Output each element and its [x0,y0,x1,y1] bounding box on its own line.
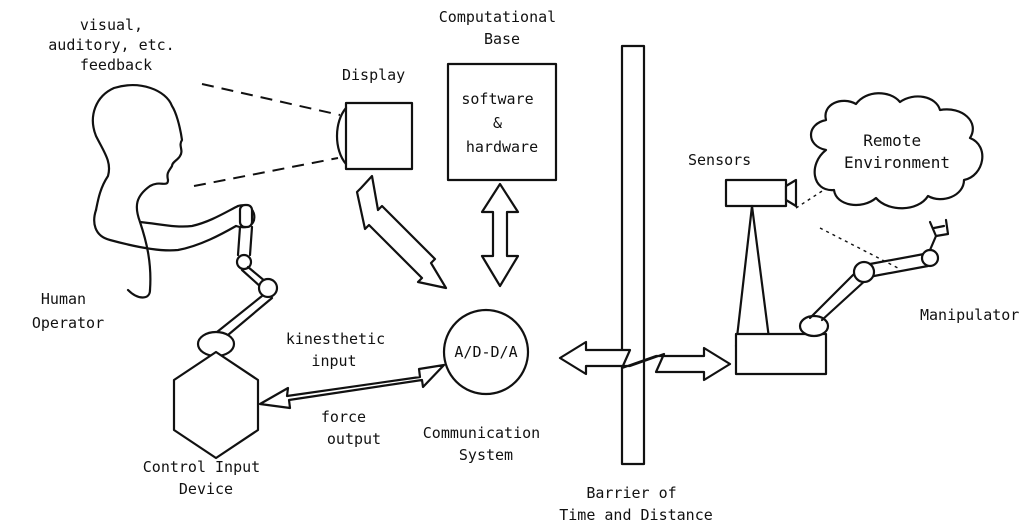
manipulator-link-lower [808,268,870,322]
manipulator-wrist [920,248,940,268]
manipulator-link-upper [868,252,930,278]
manipulator-base-joint [798,314,830,338]
ad-da-circle [442,308,530,396]
feedback-line-top [201,83,341,116]
manipulator-elbow [852,260,876,284]
joystick-joint-lower [257,277,279,299]
communication-system-label: Communication System [423,424,549,464]
sensors-label: Sensors [688,151,751,169]
computational-base-box [446,62,558,182]
kinesthetic-input-label: kinesthetic input [286,330,394,370]
camera-view-line [795,181,837,209]
human-operator-figure [91,84,256,299]
display-screen [344,101,414,171]
barrier-label: Barrier of Time and Distance [559,484,713,524]
human-operator-label: Human Operator [32,290,104,332]
display-box [336,101,414,171]
camera-body [724,178,788,208]
joystick-handle [238,203,254,229]
control-input-device [172,203,279,460]
force-output-label: force output [321,408,381,448]
display-label: Display [342,66,405,84]
joystick-link-upper [236,225,254,257]
camera-lens [784,178,798,208]
comm-remote-arrow [558,340,732,382]
computational-base-label: Computational Base [439,8,565,48]
control-input-device-label: Control Input Device [143,458,269,498]
control-hexagon [172,350,260,460]
display-lens [336,106,348,166]
manipulator-arm [734,218,950,376]
camera-tripod [734,204,772,348]
joystick-link-lower [210,294,274,342]
remote-environment-label: Remote Environment [844,131,950,172]
barrier-pillar [620,44,646,466]
manipulator-view-line [819,227,899,269]
software-hardware-label: software & hardware [461,90,542,156]
manipulator-label: Manipulator [920,306,1019,324]
compbase-comm-arrow [480,182,520,288]
manipulator-base [734,332,828,376]
joystick-joint-upper [235,253,253,271]
display-comm-arrow [355,174,448,290]
feedback-line-bottom [193,157,339,187]
manipulator-gripper [928,218,950,252]
ad-da-label: A/D-D/A [454,343,517,361]
feedback-label: visual, auditory, etc. feedback [48,16,183,74]
control-comm-arrow [258,363,446,410]
remote-environment-cloud [809,92,984,210]
